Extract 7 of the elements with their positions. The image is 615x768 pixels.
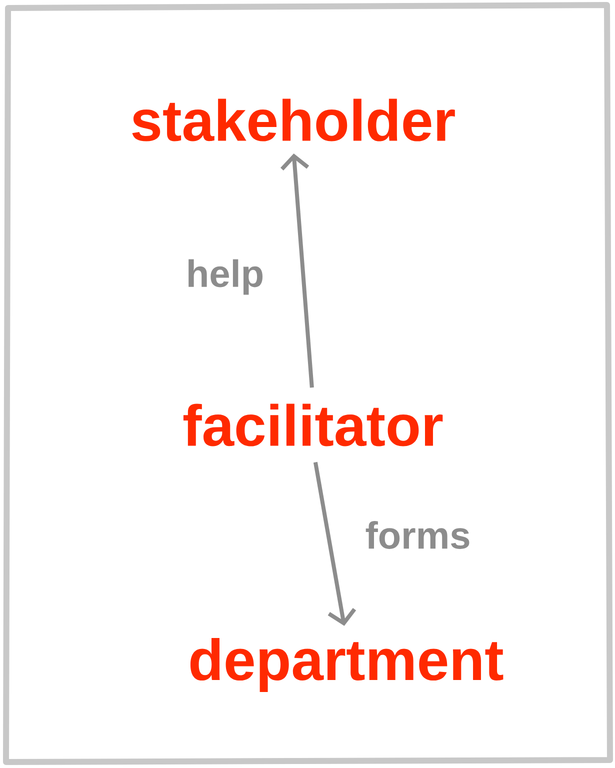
edge-label: forms [366, 521, 470, 549]
edge-label: help [188, 259, 262, 295]
arrow [313, 462, 356, 626]
arrow [280, 153, 314, 388]
node-label: stakeholder [132, 98, 455, 142]
node-label: facilitator [183, 404, 443, 446]
node-label: department [190, 638, 504, 692]
